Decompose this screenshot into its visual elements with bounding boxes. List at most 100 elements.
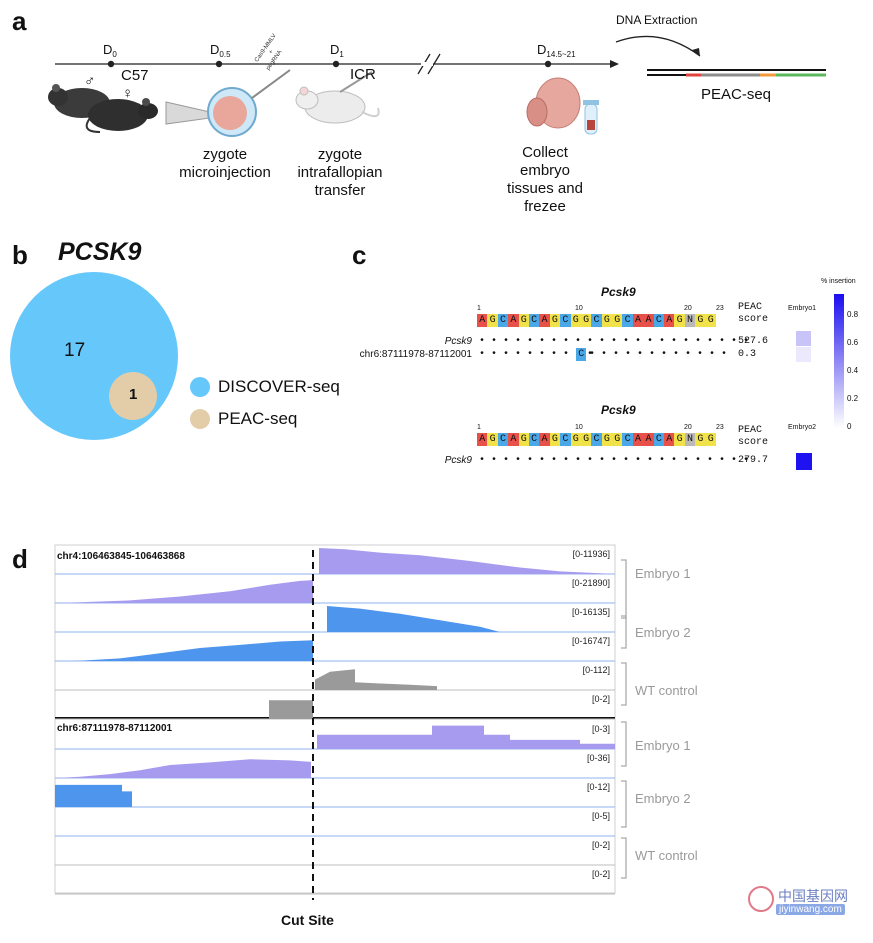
timepoint-d05: D0.5 xyxy=(210,42,231,60)
coverage-track xyxy=(75,640,313,661)
group-embryo1-locus2: Embryo 1 xyxy=(635,738,691,753)
panel-c-letter: c xyxy=(352,240,367,270)
group-bracket xyxy=(621,662,627,706)
legend-swatch-discover xyxy=(190,377,210,397)
group-bracket xyxy=(621,721,627,767)
block2-row1-heat xyxy=(796,453,812,470)
discover-seq-circle xyxy=(10,272,178,440)
sequence-base: C xyxy=(528,314,540,327)
venn-small-count: 1 xyxy=(129,386,138,403)
male-symbol: ♂ xyxy=(84,73,96,90)
sequence-base: G xyxy=(695,433,706,446)
legend-swatch-peac xyxy=(190,409,210,429)
locus2-name: chr6:87111978-87112001 xyxy=(57,723,173,734)
sequence-base: G xyxy=(549,433,561,446)
track-range-label: [0-16747] xyxy=(571,636,610,646)
sequence-base: C xyxy=(591,433,602,446)
group-bracket xyxy=(621,615,627,649)
sequence-base: G xyxy=(487,314,498,327)
legend-discover: DISCOVER-seq xyxy=(190,377,340,397)
cut-site-label: Cut Site xyxy=(281,912,334,928)
group-embryo2-locus2: Embryo 2 xyxy=(635,791,691,806)
watermark-logo-icon xyxy=(748,886,774,912)
locus1-name: chr4:106463845-106463868 xyxy=(57,551,185,562)
sequence-base: C xyxy=(653,433,665,446)
timepoint-d1: D1 xyxy=(330,42,344,60)
venn-diagram xyxy=(10,272,178,440)
c57-mice-illustration xyxy=(48,84,158,133)
track-range-label: [0-112] xyxy=(582,665,610,675)
sequence-base: C xyxy=(622,433,633,446)
dna-extraction-label: DNA Extraction xyxy=(616,13,698,27)
block1-row1-heat xyxy=(796,331,811,346)
track-range-label: [0-21890] xyxy=(571,578,610,588)
timepoint-dot-d0 xyxy=(107,60,115,68)
block2-row1-dots: • • • • • • • • • • • • • • • • • • • • … xyxy=(479,455,750,466)
block1-row2-name: chr6:87111978-87112001 xyxy=(359,349,472,360)
sequence-base: C xyxy=(497,314,509,327)
block1-title: Pcsk9 xyxy=(601,285,636,299)
track-range-label: [0-2] xyxy=(591,869,610,879)
block2-row1-score: 279.7 xyxy=(738,455,769,466)
group-wt-locus2: WT control xyxy=(635,848,698,863)
sequence-base: N xyxy=(684,433,696,446)
track-range-label: [0-11936] xyxy=(572,549,610,559)
sequence-base: A xyxy=(539,433,550,446)
sequence-base: G xyxy=(695,314,706,327)
sequence-base: C xyxy=(560,433,571,446)
sequence-base: A xyxy=(632,314,644,327)
sequence-base: A xyxy=(477,314,488,327)
sequence-base: G xyxy=(487,433,498,446)
sequence-base: G xyxy=(570,314,581,327)
coverage-track xyxy=(327,606,500,632)
sequence-base: G xyxy=(518,314,529,327)
sequence-base: A xyxy=(477,433,488,446)
sequence-base: G xyxy=(601,314,613,327)
group-embryo1-locus1: Embryo 1 xyxy=(635,566,691,581)
block2-positions: 1 10 20 23 xyxy=(477,424,724,431)
watermark-url: jiyinwang.com xyxy=(776,904,845,915)
legend-peac: PEAC-seq xyxy=(190,409,297,429)
colorbar xyxy=(834,294,844,428)
group-bracket xyxy=(621,559,627,619)
peac-seq-circle xyxy=(109,372,157,420)
coverage-track xyxy=(317,725,615,749)
sequence-base: G xyxy=(674,433,685,446)
group-wt-locus1: WT control xyxy=(635,683,698,698)
sequence-base: G xyxy=(705,314,716,327)
block1-row1-score: 527.6 xyxy=(738,336,769,347)
block1-embryo-label: Embryo1 xyxy=(788,305,817,312)
track-range-label: [0-36] xyxy=(586,753,610,763)
panel-b-title: PCSK9 xyxy=(58,238,142,266)
sequence-base: C xyxy=(591,314,602,327)
track-range-label: [0-12] xyxy=(586,782,610,792)
block2-row1-name: Pcsk9 xyxy=(444,455,472,466)
block1-row2-heat xyxy=(796,347,811,362)
coverage-track xyxy=(55,759,311,778)
microinjection-illustration xyxy=(165,69,291,137)
sequence-base: G xyxy=(674,314,685,327)
timepoint-dot-d05 xyxy=(215,60,223,68)
sequence-base: A xyxy=(664,433,675,446)
venn-big-count: 17 xyxy=(64,340,86,361)
sequence-base: N xyxy=(684,314,696,327)
block1-row1-dots: • • • • • • • • • • • • • • • • • • • • … xyxy=(479,336,750,347)
embryo-illustration xyxy=(526,77,599,135)
genome-browser-tracks xyxy=(54,544,616,900)
sequence-base: C xyxy=(497,433,509,446)
block1-row2-score: 0.3 xyxy=(738,349,757,360)
timeline-arrowhead xyxy=(610,60,619,68)
colorbar-tick-06: 0.6 xyxy=(847,338,859,347)
icr-mouse-illustration xyxy=(295,71,380,124)
group-bracket xyxy=(621,780,627,828)
watermark-cn: 中国基因网 xyxy=(778,888,848,904)
colorbar-tick-04: 0.4 xyxy=(847,366,859,375)
sequence-base: G xyxy=(518,433,529,446)
sequence-base: G xyxy=(570,433,581,446)
